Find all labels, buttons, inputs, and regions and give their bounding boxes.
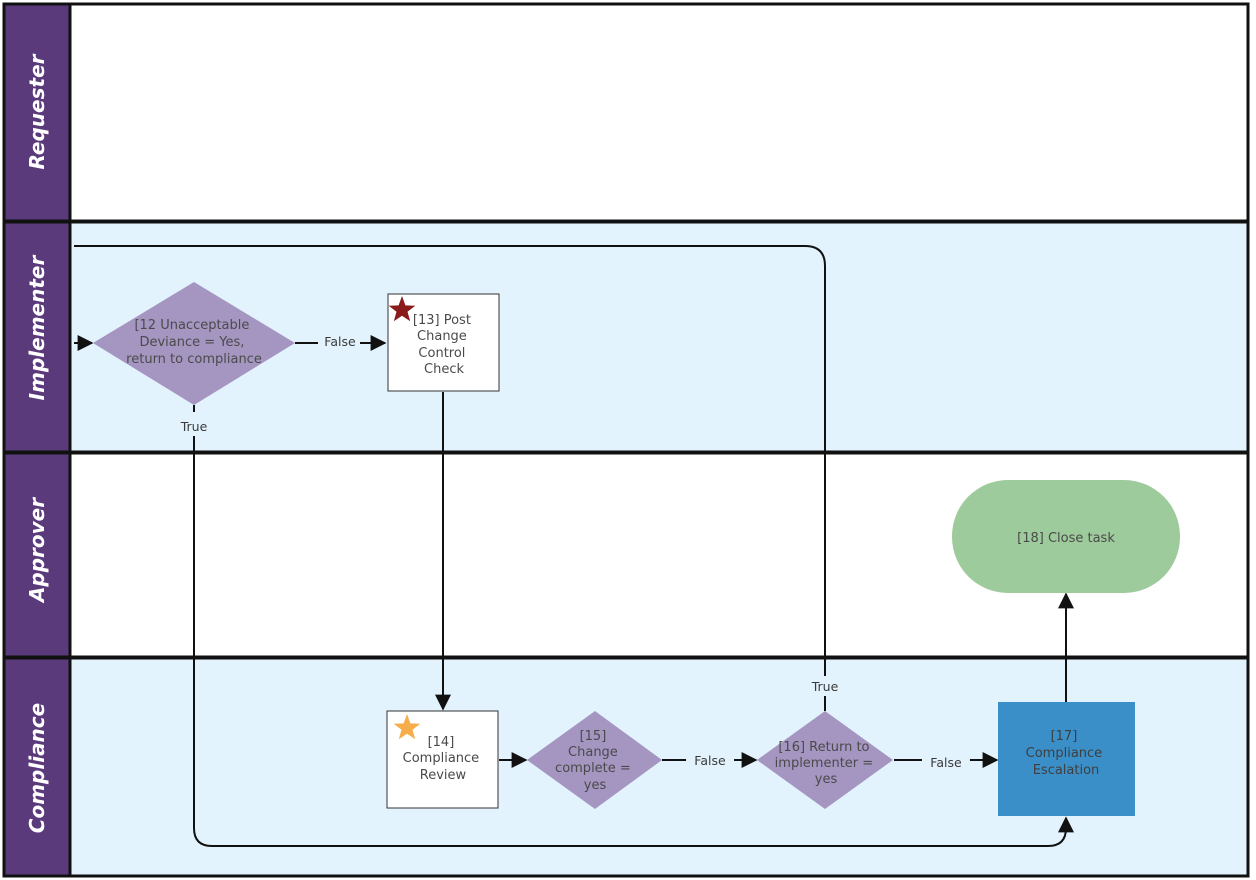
task-17-label: [17] Compliance Escalation (1026, 729, 1107, 778)
lane-approver-header (2, 451, 72, 659)
decision-15-shape[interactable] (527, 711, 662, 809)
edge-12-true-to-17 (193, 405, 1066, 847)
edge-label-16-true: True (811, 679, 839, 694)
edge-label-16-false: False (930, 755, 962, 770)
lane-requester-header (2, 2, 72, 223)
terminal-18-shape[interactable] (952, 480, 1180, 593)
lane-approver-label: Approver (25, 497, 49, 604)
lane-requester-label: Requester (25, 53, 49, 169)
task-17-box[interactable] (998, 702, 1135, 816)
decision-16-shape[interactable] (757, 711, 893, 809)
edge-label-12-true: True (180, 419, 208, 434)
edge-16-true-to-implementer (74, 245, 826, 711)
lane-implementer-label: Implementer (25, 255, 49, 401)
lane-requester-body (68, 2, 1250, 223)
task-13-label: [13] Post Change Control Check (413, 313, 475, 377)
terminal-18-label: [18] Close task (1017, 531, 1115, 546)
edge-label-15-false: False (694, 753, 726, 768)
decision-12-shape[interactable] (93, 282, 295, 405)
decision-12-label: [12 Unacceptable Deviance = Yes, return … (126, 318, 262, 367)
edge-label-12-false: False (324, 334, 356, 349)
decision-15-label: [15] Change complete = yes (555, 729, 635, 793)
lane-compliance-label: Compliance (25, 703, 49, 833)
star-orange-icon (393, 714, 421, 740)
star-red-icon (388, 296, 416, 322)
decision-16-label: [16] Return to implementer = yes (775, 740, 878, 787)
lane-compliance-header (2, 656, 72, 878)
task-14-label: [14] Compliance Review (403, 735, 484, 783)
